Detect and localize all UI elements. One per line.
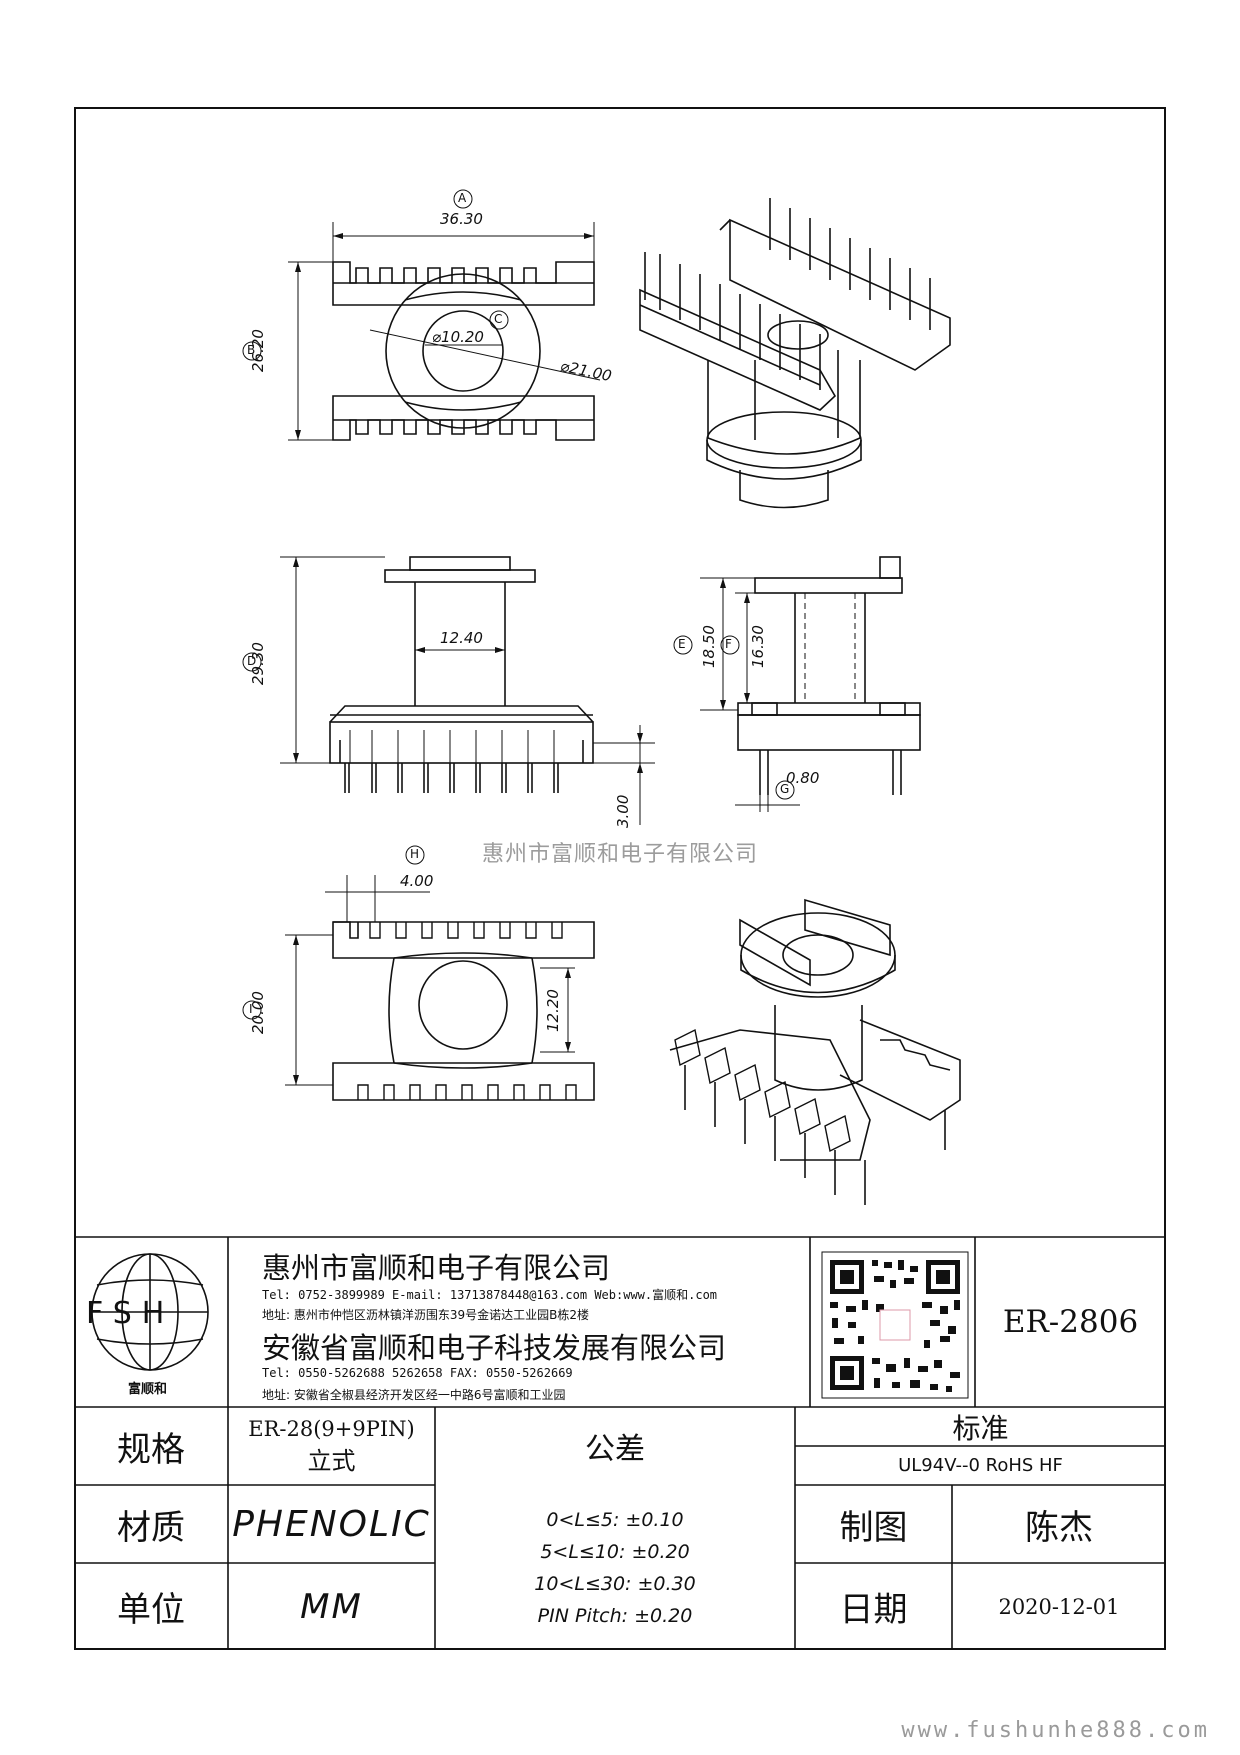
bottom-view [242,845,595,1101]
company2-name: 安徽省富顺和电子科技发展有限公司 [262,1331,727,1365]
drawn-label: 制图 [839,1507,908,1548]
company2-contact: Tel: 0550-5262688 5262658 FAX: 0550-5262… [262,1366,573,1380]
tolerance-item: 0<L≤5: ±0.10 [546,1508,684,1531]
isometric-view-top [669,898,961,1205]
front-view [242,556,655,825]
company1-contact: Tel: 0752-3899989 E-mail: 13713878448@16… [262,1288,718,1302]
title-block-grid [74,1236,1166,1650]
part-number: ER-2806 [1002,1304,1139,1340]
material-value: PHENOLIC [232,1503,431,1545]
tolerance-label: 公差 [585,1432,645,1467]
spec-value-model: ER-28(9+9PIN) [248,1416,415,1441]
company2-address: 地址: 安徽省全椒县经济开发区经一中路6号富顺和工业园 [262,1388,566,1402]
tolerance-item: PIN Pitch: ±0.20 [537,1604,693,1627]
unit-value: MM [300,1586,363,1627]
side-view [673,556,921,812]
isometric-view-pins-up [639,198,951,509]
logo-letters: FSH [86,1296,175,1331]
company1-address: 地址: 惠州市仲恺区沥林镇洋沥围东39号金诺达工业园B栋2楼 [262,1308,589,1322]
dim-inner-diameter: ⌀10.20 [432,328,484,346]
dim-width-a: 36.30 [440,210,483,228]
ref-i: I [249,1002,253,1016]
standard-label: 标准 [952,1411,1009,1445]
spec-value-type: 立式 [307,1446,356,1475]
ref-g: G [780,782,790,796]
ref-b: B [247,343,256,357]
spec-label: 规格 [117,1429,185,1470]
logo-caption: 富顺和 [128,1382,168,1397]
dim-height-e: 18.50 [700,625,718,668]
standard-value: UL94V--0 RoHS HF [898,1455,1063,1476]
dim-pin-length: 3.00 [614,794,632,828]
tolerance-item: 10<L≤30: ±0.30 [534,1572,696,1595]
ref-e: E [678,637,686,651]
material-label: 材质 [117,1507,185,1548]
footer-url[interactable]: www.fushunhe888.com [901,1718,1210,1743]
ref-a: A [458,191,467,205]
ref-f: F [725,637,732,651]
dim-height-f: 16.30 [749,625,767,668]
dim-inner-height: 12.20 [544,989,562,1032]
qr-code [821,1251,969,1399]
ref-c: C [494,312,503,326]
dim-core-width: 12.40 [440,629,483,647]
logo-globe [91,1253,209,1371]
drawing-sheet [74,107,1166,1650]
tolerance-list: 0<L≤5: ±0.10 5<L≤10: ±0.20 10<L≤30: ±0.3… [435,1485,795,1650]
tolerance-item: 5<L≤10: ±0.20 [540,1540,690,1563]
ref-d: D [247,654,257,668]
watermark: 惠州市富顺和电子有限公司 [481,842,758,867]
company1-name: 惠州市富顺和电子有限公司 [262,1251,611,1285]
drawn-value: 陈杰 [1025,1507,1093,1548]
dim-pitch-h: 4.00 [400,872,434,890]
unit-label: 单位 [117,1590,185,1630]
date-value: 2020-12-01 [998,1594,1120,1619]
top-view [242,189,601,441]
ref-h: H [410,847,420,861]
dim-flange-g: 0.80 [786,769,820,787]
date-label: 日期 [839,1590,908,1630]
